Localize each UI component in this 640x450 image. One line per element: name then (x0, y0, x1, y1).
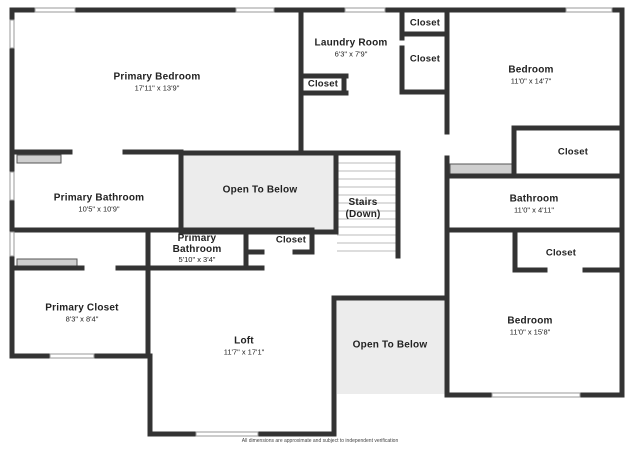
room-name: Bedroom (507, 315, 553, 327)
windows (9, 7, 613, 437)
room-name: Closet (409, 17, 441, 29)
bathroom-label: Bathroom 11'0" x 4'11" (510, 193, 559, 214)
room-name: Bedroom (508, 64, 554, 76)
room-name: Closet (545, 247, 577, 259)
room-name: Primary Bathroom (53, 192, 145, 204)
hall-closet-label: Closet (307, 78, 339, 91)
bedroom-top-label: Bedroom 11'0" x 14'7" (508, 64, 553, 85)
laundry-closet-2-label: Closet (409, 53, 441, 66)
room-dimensions: 11'0" x 14'7" (510, 75, 552, 85)
room-name: Stairs (Down) (345, 196, 381, 221)
room-name: Open To Below (222, 184, 298, 196)
room-dimensions: 10'5" x 10'9" (78, 203, 120, 213)
laundry-room-label: Laundry Room 6'3" x 7'9" (315, 37, 388, 58)
room-dimensions: 11'0" x 4'11" (513, 204, 555, 214)
room-name: Closet (307, 78, 339, 90)
stair-treads (337, 162, 397, 252)
room-name: Primary Bathroom (172, 233, 222, 256)
room-name: Primary Bedroom (113, 71, 201, 83)
room-dimensions: 5'10" x 3'4" (178, 255, 216, 265)
bedroom-bottom-label: Bedroom 11'0" x 15'8" (507, 315, 552, 336)
room-name: Closet (275, 234, 307, 246)
primary-bedroom-label: Primary Bedroom 17'11" x 13'9" (114, 71, 201, 92)
primary-bathroom-label: Primary Bathroom 10'5" x 10'9" (54, 192, 144, 213)
disclaimer-note: All dimensions are approximate and subje… (241, 438, 399, 444)
room-name: Bathroom (509, 193, 559, 205)
room-dimensions: 11'0" x 15'8" (509, 326, 551, 336)
room-name: Primary Closet (45, 302, 119, 314)
room-name: Closet (409, 53, 441, 65)
bedroom-bottom-closet-label: Closet (545, 247, 577, 260)
loft-closet-label: Closet (275, 234, 307, 247)
room-name: Loft (234, 335, 254, 347)
primary-bathroom-small-label: Primary Bathroom 5'10" x 3'4" (173, 233, 222, 265)
room-dimensions: 8'3" x 8'4" (65, 313, 99, 323)
loft-label: Loft 11'7" x 17'1" (224, 335, 265, 356)
room-name: Closet (557, 146, 589, 158)
open-to-below-area-2 (337, 298, 445, 394)
open-to-below-1-label: Open To Below (223, 184, 298, 196)
stairs-label: Stairs (Down) (345, 160, 380, 240)
room-name: Laundry Room (314, 37, 388, 49)
primary-closet-label: Primary Closet 8'3" x 8'4" (45, 302, 118, 323)
room-name: Open To Below (352, 339, 428, 351)
bedroom-top-closet-label: Closet (557, 146, 589, 159)
room-dimensions: 17'11" x 13'9" (134, 82, 180, 92)
laundry-closet-1-label: Closet (409, 17, 441, 30)
open-to-below-2-label: Open To Below (353, 339, 428, 351)
room-dimensions: 6'3" x 7'9" (334, 48, 368, 58)
open-to-below-area-1 (183, 155, 335, 230)
room-dimensions: 11'7" x 17'1" (223, 346, 265, 356)
